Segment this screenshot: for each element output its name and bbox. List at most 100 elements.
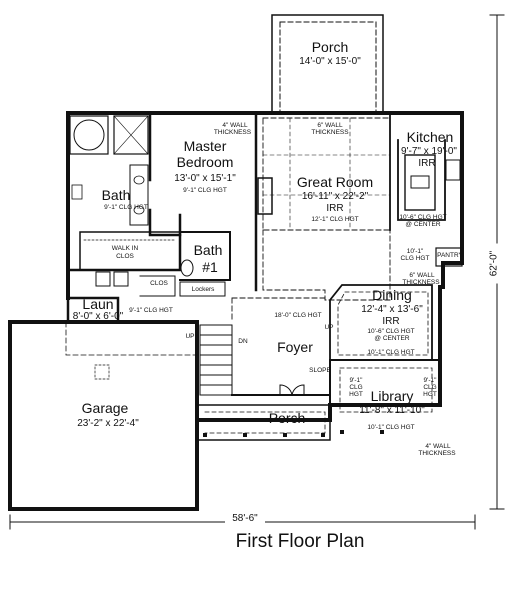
dining-clg-3: 10'-1" CLG HGT <box>367 349 415 356</box>
garage-name: Garage <box>81 400 129 416</box>
laundry-clg: 9'-1" CLG HGT <box>129 307 173 314</box>
porch-post-3 <box>283 433 287 437</box>
library-dash <box>339 367 433 413</box>
hall-dash <box>231 297 326 323</box>
walk-in-name: WALK IN <box>111 245 139 252</box>
laundry-name: Laun <box>82 296 114 312</box>
master-vanity <box>129 164 149 226</box>
hall-clg: 18'-0" CLG HGT <box>274 312 322 319</box>
pantry-box <box>435 247 463 267</box>
foyer-name: Foyer <box>277 339 313 355</box>
master-bath-clg: 9'-1" CLG HGT <box>104 204 148 211</box>
wall-note-d: 4" WALL <box>425 443 451 450</box>
front-door <box>279 384 305 396</box>
wall-note-c2: THICKNESS <box>402 279 440 286</box>
dining-size: 12'-4" x 13'-6" <box>361 304 423 315</box>
bath1-number: #1 <box>202 259 218 275</box>
dining-clg-2: @ CENTER <box>374 335 410 342</box>
porch-post-5 <box>340 430 344 434</box>
lockers <box>179 281 226 297</box>
closet-label: CLOS <box>150 280 168 287</box>
library-clg: 10'-1" CLG HGT <box>367 424 415 431</box>
wall-note-d2: THICKNESS <box>418 450 456 457</box>
dining-name: Dining <box>372 287 412 303</box>
great-room-size: 16'-11" x 22'-2" <box>301 191 369 202</box>
great-room-name: Great Room <box>296 174 374 190</box>
wall-note-b2: THICKNESS <box>311 129 349 136</box>
wall-note-c: 6" WALL <box>409 272 435 279</box>
kitchen-range <box>445 159 461 181</box>
garage-ceiling-dash <box>65 321 198 356</box>
lib-clg-right-1: 9'-1" <box>423 377 437 384</box>
master-clg: 9'-1" CLG HGT <box>183 187 227 194</box>
tub <box>69 115 109 155</box>
kitchen-clg: 10'-6" CLG HGT <box>399 214 447 221</box>
stair-dn: DN <box>238 338 248 345</box>
shower-x <box>113 115 149 155</box>
pantry-label: PANTRY <box>437 252 463 259</box>
dining-clg: 10'-6" CLG HGT <box>367 328 415 335</box>
overall-depth: 62'-0" <box>488 243 500 284</box>
rear-porch-dash <box>279 21 377 114</box>
garage-wall <box>8 320 199 511</box>
wall-note-b: 6" WALL <box>317 122 343 129</box>
walk-in-name-2: CLOS <box>116 253 134 260</box>
shower <box>113 115 149 155</box>
kitchen-island <box>404 154 436 211</box>
lib-clg-right-3: HGT <box>423 391 437 398</box>
toilet-bath1 <box>180 259 194 277</box>
stair-up-2: UP <box>324 324 334 331</box>
library-name: Library <box>370 388 414 404</box>
porch-post-1 <box>203 433 207 437</box>
lib-clg-right-2: CLG <box>423 384 437 391</box>
dining-outline <box>329 284 433 361</box>
plan-title: First Floor Plan <box>235 531 365 552</box>
porch-post-2 <box>243 433 247 437</box>
kitchen-name: Kitchen <box>406 129 454 145</box>
kitchen-size: 9'-7" x 19'-0" <box>401 146 457 157</box>
lib-clg-left-3: HGT <box>349 391 363 398</box>
walk-in-closet <box>79 231 181 271</box>
kitchen-clg-10-1b: CLG HGT <box>400 255 430 262</box>
front-porch-outline <box>196 404 331 441</box>
foyer-slope: SLOPE <box>309 367 331 374</box>
garage-vent <box>94 364 110 380</box>
garage-size: 23'-2" x 22'-4" <box>77 418 139 429</box>
rear-porch-outline <box>271 14 384 114</box>
wall-note-a: 4" WALL <box>222 122 248 129</box>
master-name-2: Bedroom <box>176 154 234 170</box>
fireplace <box>257 177 273 215</box>
bath1-name: Bath <box>193 242 223 258</box>
dining-dash <box>337 291 429 356</box>
library-size: 11'-8" x 11'-10" <box>359 405 425 416</box>
closet-box <box>139 275 176 297</box>
stair <box>199 324 233 396</box>
wall-note-a2: THICKNESS <box>213 129 252 136</box>
porch-post-4 <box>321 433 325 437</box>
lib-clg-left-1: 9'-1" <box>349 377 363 384</box>
great-room-irr: IRR <box>326 203 344 214</box>
overall-width: 58'-6" <box>225 513 265 524</box>
front-porch-name: Porch <box>268 410 306 426</box>
master-name: Master <box>183 138 227 154</box>
kitchen-sink <box>410 175 430 189</box>
toilet-master <box>71 184 83 200</box>
rear-porch-size: 14'-0" x 15'-0" <box>299 56 361 67</box>
porch-post-6 <box>380 430 384 434</box>
rear-porch-name: Porch <box>311 39 349 55</box>
laundry-size: 8'-0" x 6'-0" <box>72 311 124 322</box>
exterior-wall <box>66 111 464 422</box>
washer <box>95 271 111 287</box>
dining-irr: IRR <box>382 316 400 327</box>
master-bath-name: Bath <box>101 187 131 203</box>
great-room-ceiling-dash <box>262 117 391 301</box>
great-room-beam <box>262 117 391 231</box>
tub-basin <box>73 119 105 151</box>
bath1-wall <box>179 231 231 281</box>
master-size: 13'-0" x 15'-1" <box>174 173 236 184</box>
kitchen-clg-2: @ CENTER <box>405 221 441 228</box>
stair-up-1: UP <box>185 333 195 340</box>
front-porch-dash <box>204 411 326 434</box>
